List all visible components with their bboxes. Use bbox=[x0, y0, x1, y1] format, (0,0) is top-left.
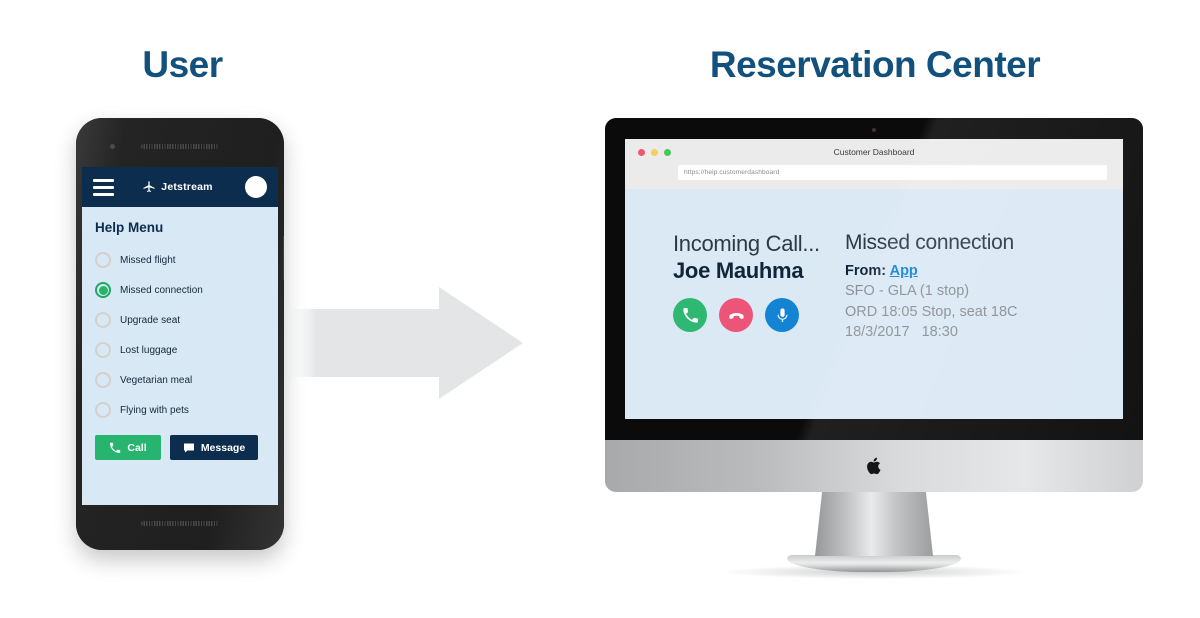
app-brand: Jetstream bbox=[116, 180, 239, 194]
details-route: SFO - GLA (1 stop) bbox=[845, 283, 970, 299]
radio-icon[interactable] bbox=[95, 312, 111, 328]
phone-screen: Jetstream Help Menu Missed flight Missed… bbox=[82, 167, 278, 505]
call-controls bbox=[673, 298, 843, 333]
monitor-chin bbox=[605, 440, 1143, 492]
menu-option-flying-with-pets[interactable]: Flying with pets bbox=[95, 395, 265, 425]
flow-arrow-icon bbox=[283, 287, 523, 399]
monitor-shadow bbox=[724, 565, 1024, 579]
maximize-icon[interactable] bbox=[664, 148, 671, 156]
details-title: Missed connection bbox=[845, 231, 1014, 254]
mute-call-button[interactable] bbox=[765, 298, 799, 333]
call-button[interactable]: Call bbox=[95, 435, 161, 460]
flow-arrow bbox=[283, 287, 523, 399]
radio-icon[interactable] bbox=[95, 402, 111, 418]
phone-body: Jetstream Help Menu Missed flight Missed… bbox=[76, 118, 284, 550]
menu-option-missed-connection[interactable]: Missed connection bbox=[95, 275, 265, 305]
message-button-label: Message bbox=[200, 441, 246, 454]
details-from-row: From: App bbox=[845, 263, 1123, 279]
close-icon[interactable] bbox=[638, 148, 645, 156]
phone-action-buttons: Call Message bbox=[82, 425, 278, 460]
user-avatar[interactable] bbox=[245, 176, 267, 198]
menu-option-missed-flight[interactable]: Missed flight bbox=[95, 245, 265, 275]
radio-icon[interactable] bbox=[95, 342, 111, 358]
details-date: 18/3/2017 bbox=[845, 324, 910, 341]
menu-option-label: Upgrade seat bbox=[120, 314, 181, 326]
menu-option-label: Missed connection bbox=[120, 284, 203, 296]
help-menu-heading: Help Menu bbox=[95, 220, 164, 235]
webcam-icon bbox=[872, 128, 876, 132]
phone-hangup-icon bbox=[728, 312, 744, 319]
minimize-icon[interactable] bbox=[651, 148, 658, 156]
call-status: Incoming Call... bbox=[673, 231, 820, 256]
caller-name: Joe Mauhma bbox=[673, 257, 804, 283]
browser-window: Customer Dashboard https://help.customer… bbox=[625, 139, 1123, 419]
bottom-speaker bbox=[141, 521, 219, 526]
phone-app-bar: Jetstream bbox=[82, 167, 278, 207]
monitor-stand-neck bbox=[815, 492, 933, 556]
airplane-icon bbox=[143, 181, 155, 193]
menu-option-label: Vegetarian meal bbox=[120, 374, 193, 386]
details-from-label: From: bbox=[845, 263, 887, 279]
message-button[interactable]: Message bbox=[170, 435, 258, 460]
help-menu-pane: Help Menu Missed flight Missed connectio… bbox=[82, 207, 278, 425]
decline-call-button[interactable] bbox=[719, 298, 753, 333]
radio-icon[interactable] bbox=[95, 252, 111, 268]
monitor-stand-base bbox=[787, 555, 961, 572]
dashboard-content: Incoming Call... Joe Mauhma bbox=[625, 189, 1123, 419]
radio-icon[interactable] bbox=[95, 372, 111, 388]
url-input[interactable]: https://help.customerdashboard bbox=[678, 165, 1107, 180]
menu-option-upgrade-seat[interactable]: Upgrade seat bbox=[95, 305, 265, 335]
details-time: 18:30 bbox=[921, 324, 958, 341]
answer-call-button[interactable] bbox=[673, 298, 707, 333]
details-from-link[interactable]: App bbox=[889, 263, 918, 279]
radio-icon-selected[interactable] bbox=[95, 282, 111, 298]
page-title-user: User bbox=[142, 44, 223, 85]
browser-urlbar: https://help.customerdashboard bbox=[625, 165, 1123, 189]
page-title-reservation-center: Reservation Center bbox=[709, 44, 1041, 85]
call-button-label: Call bbox=[127, 441, 147, 454]
menu-option-lost-luggage[interactable]: Lost luggage bbox=[95, 335, 265, 365]
menu-option-label: Missed flight bbox=[120, 254, 176, 266]
menu-option-vegetarian-meal[interactable]: Vegetarian meal bbox=[95, 365, 265, 395]
incoming-call-panel: Incoming Call... Joe Mauhma bbox=[625, 231, 843, 419]
phone-icon bbox=[110, 442, 121, 453]
browser-window-title: Customer Dashboard bbox=[833, 147, 915, 157]
power-button[interactable] bbox=[283, 236, 284, 280]
earpiece-speaker bbox=[141, 144, 219, 149]
details-datetime: 18/3/2017 18:30 bbox=[845, 322, 1123, 343]
desktop-monitor: Customer Dashboard https://help.customer… bbox=[605, 118, 1143, 579]
mobile-phone: Jetstream Help Menu Missed flight Missed… bbox=[76, 118, 284, 550]
reservation-details-panel: Missed connection From: App SFO - GLA (1… bbox=[843, 231, 1123, 419]
details-stop-info: ORD 18:05 Stop, seat 18C bbox=[845, 303, 1018, 320]
chat-bubble-icon bbox=[183, 443, 194, 452]
app-brand-name: Jetstream bbox=[161, 181, 213, 193]
hamburger-icon[interactable] bbox=[93, 178, 114, 196]
apple-logo bbox=[866, 457, 881, 475]
monitor-screen: Customer Dashboard https://help.customer… bbox=[605, 118, 1143, 440]
browser-titlebar: Customer Dashboard bbox=[625, 139, 1123, 165]
phone-icon bbox=[682, 308, 698, 323]
window-controls[interactable] bbox=[638, 148, 671, 156]
microphone-icon bbox=[777, 308, 787, 322]
menu-option-label: Lost luggage bbox=[120, 344, 178, 356]
front-camera-icon bbox=[110, 144, 115, 149]
menu-option-label: Flying with pets bbox=[120, 404, 189, 416]
